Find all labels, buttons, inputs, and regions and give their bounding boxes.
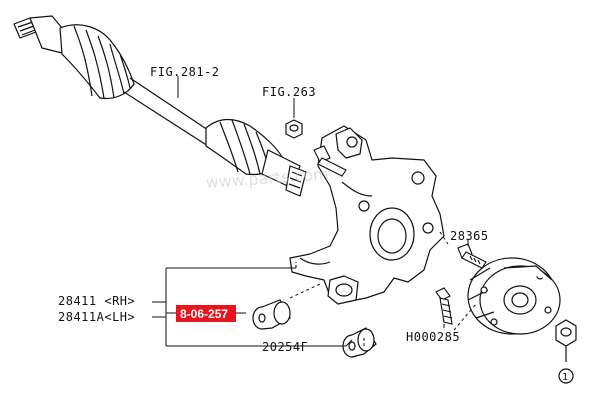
watermark: www.parts.com xyxy=(205,164,329,192)
highlight-badge xyxy=(176,305,236,322)
bolt-28365 xyxy=(457,243,487,269)
fig263-nut xyxy=(285,119,303,139)
highlight-badge-text: 8-06-257 xyxy=(180,307,228,321)
label-h000285[interactable]: H000285 xyxy=(406,330,460,344)
bushing-20254f xyxy=(342,327,377,358)
upper-bolt xyxy=(313,145,347,177)
hub-nut xyxy=(555,319,577,384)
bolt-h000285 xyxy=(435,287,453,325)
highlight-part-code[interactable]: 8-06-257 xyxy=(176,305,236,322)
label-28411-rh[interactable]: 28411 <RH> xyxy=(58,294,135,308)
wheel-hub xyxy=(467,257,561,335)
label-28365[interactable]: 28365 xyxy=(450,229,489,243)
label-fig-281-2[interactable]: FIG.281-2 xyxy=(150,65,220,79)
steering-knuckle xyxy=(289,125,445,305)
label-fig-263[interactable]: FIG.263 xyxy=(262,85,316,99)
callout-1[interactable]: 1 xyxy=(562,372,569,383)
drive-shaft xyxy=(13,15,307,197)
bushing-28411 xyxy=(252,299,291,330)
label-20254f[interactable]: 20254F xyxy=(262,340,308,354)
label-28411a-lh[interactable]: 28411A<LH> xyxy=(58,310,135,324)
